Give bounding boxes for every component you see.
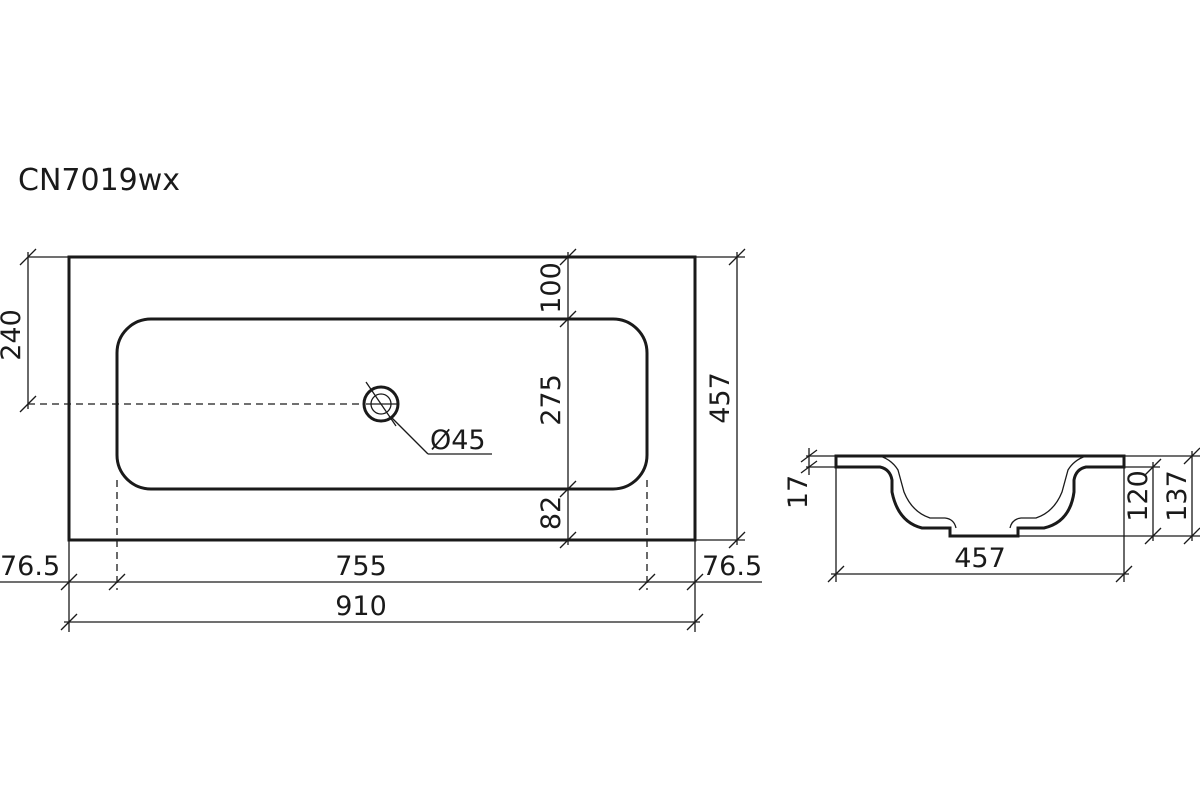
label-front-margin: 82 (536, 496, 567, 530)
label-bowl-depth: 275 (536, 374, 567, 426)
label-overall-width: 910 (335, 591, 387, 622)
label-bowl-height: 120 (1123, 470, 1154, 522)
label-overall-depth: 457 (705, 372, 736, 424)
countertop-outline (67, 255, 697, 542)
model-title: CN7019wx (18, 163, 180, 198)
dim-heights (1018, 447, 1200, 545)
label-bowl-width: 755 (335, 551, 387, 582)
label-left-margin: 76.5 (0, 551, 60, 582)
dim-section-width (827, 467, 1133, 583)
dim-overall-depth (695, 248, 746, 549)
dim-width-chain (0, 573, 762, 591)
label-drain-offset: 240 (0, 309, 27, 361)
label-drain-diameter: Ø45 (430, 425, 486, 456)
dim-overall-width (60, 613, 704, 631)
label-back-margin: 100 (536, 262, 567, 314)
label-section-width: 457 (954, 543, 1006, 574)
dim-drain-offset (19, 248, 69, 413)
section-view (834, 454, 1126, 538)
top-view (28, 255, 697, 542)
basin-inner-contour (879, 455, 1087, 529)
label-rim-thickness: 17 (783, 475, 814, 509)
label-right-margin: 76.5 (702, 551, 762, 582)
label-total-height: 137 (1162, 470, 1193, 522)
dim-depth-chain (559, 248, 577, 549)
basin-section-outline (834, 454, 1126, 538)
dim-rim-thickness (800, 448, 836, 475)
